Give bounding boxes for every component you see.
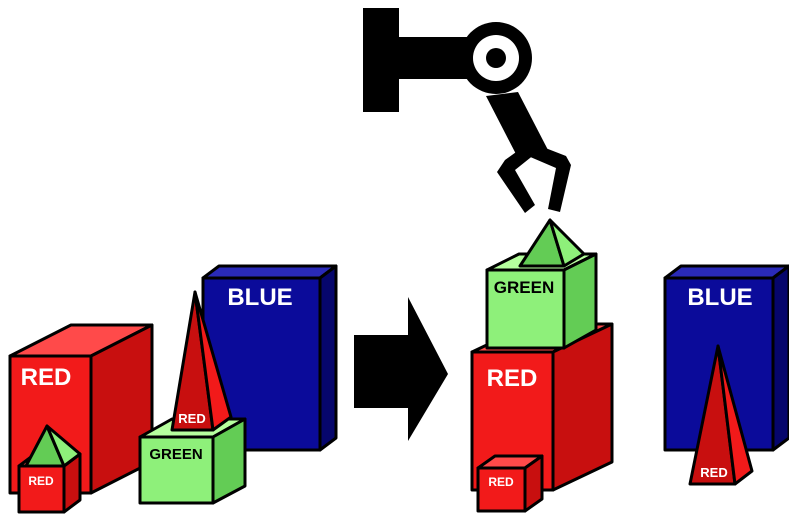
blue-block-label-after: BLUE bbox=[687, 284, 752, 311]
red-pyramid-label: RED bbox=[178, 411, 205, 426]
green-pyramid-before bbox=[24, 424, 82, 468]
blue-block-label: BLUE bbox=[227, 284, 292, 311]
red-pyramid-after bbox=[688, 344, 754, 486]
red-block-small-after bbox=[476, 454, 544, 513]
red-block-big-label: RED bbox=[21, 364, 72, 391]
red-block-small-label-after: RED bbox=[488, 475, 514, 489]
green-pyramid-after bbox=[518, 218, 586, 268]
red-block-small-label: RED bbox=[28, 474, 54, 488]
green-cube-after bbox=[485, 252, 598, 350]
green-cube-label: GREEN bbox=[149, 446, 202, 463]
green-cube-label-after: GREEN bbox=[494, 278, 554, 297]
red-pyramid-label-after: RED bbox=[700, 465, 727, 480]
robot-arm-icon bbox=[363, 8, 571, 213]
after-state: RED GREEN RED BLUE bbox=[470, 218, 789, 513]
right-arrow-icon bbox=[354, 297, 448, 441]
red-pyramid-before bbox=[170, 290, 233, 432]
before-state: BLUE RED RED GREEN bbox=[8, 264, 338, 514]
red-block-big-label-after: RED bbox=[487, 365, 538, 392]
